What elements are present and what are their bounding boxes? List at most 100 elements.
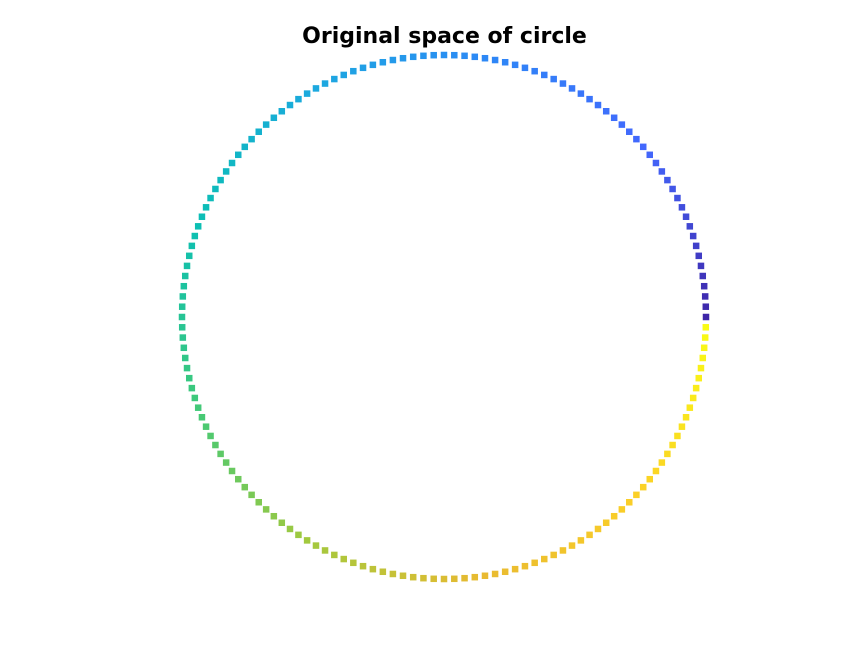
data-point <box>541 555 548 563</box>
data-point <box>602 108 610 115</box>
data-points <box>178 51 710 583</box>
data-point <box>618 121 626 128</box>
data-point <box>262 121 270 128</box>
data-point <box>178 324 186 331</box>
data-point <box>409 573 417 581</box>
data-point <box>430 575 437 583</box>
data-point <box>270 512 278 520</box>
data-point <box>181 354 189 362</box>
data-point <box>255 499 262 506</box>
data-point <box>702 324 710 331</box>
data-point <box>235 151 242 159</box>
data-point <box>559 80 567 87</box>
data-point <box>340 555 347 563</box>
data-point <box>181 272 189 280</box>
data-point <box>340 71 347 79</box>
data-point <box>228 467 236 475</box>
data-point <box>471 573 479 581</box>
data-point <box>699 354 707 362</box>
data-point <box>682 213 690 220</box>
data-point <box>550 551 557 559</box>
data-point <box>531 559 538 567</box>
data-point <box>202 204 210 211</box>
data-point <box>207 432 214 440</box>
data-point <box>191 232 199 240</box>
data-point <box>350 559 357 567</box>
data-point <box>695 252 703 260</box>
data-point <box>669 185 676 193</box>
data-point <box>321 547 329 554</box>
data-point <box>235 475 242 483</box>
data-point <box>369 565 377 573</box>
data-point <box>682 414 690 421</box>
data-point <box>440 575 448 583</box>
data-point <box>451 51 458 59</box>
data-point <box>451 575 458 583</box>
data-point <box>669 441 676 449</box>
data-point <box>420 574 427 582</box>
data-point <box>481 54 489 62</box>
data-point <box>278 108 286 115</box>
data-point <box>701 293 709 300</box>
data-point <box>674 432 681 440</box>
data-point <box>646 475 653 483</box>
data-point <box>183 364 191 372</box>
data-point <box>379 568 387 576</box>
data-point <box>331 75 338 83</box>
data-point <box>430 51 437 59</box>
data-point <box>207 194 214 202</box>
data-point <box>511 565 519 573</box>
data-point <box>702 313 710 321</box>
data-point <box>692 384 700 392</box>
data-point <box>586 531 593 539</box>
data-point <box>702 303 710 310</box>
data-point <box>178 303 186 310</box>
data-point <box>602 519 610 526</box>
data-point <box>521 562 529 570</box>
data-point <box>278 519 286 526</box>
data-point <box>183 262 191 270</box>
data-point <box>697 364 705 372</box>
data-point <box>678 204 686 211</box>
data-point <box>191 394 199 402</box>
data-point <box>180 344 188 352</box>
data-point <box>678 423 686 430</box>
data-point <box>179 293 187 300</box>
data-point <box>471 53 479 61</box>
data-point <box>639 483 647 491</box>
data-point <box>610 114 618 122</box>
data-point <box>198 414 206 421</box>
data-point <box>686 404 694 411</box>
data-point <box>241 483 249 491</box>
data-point <box>359 562 367 570</box>
data-point <box>420 52 427 60</box>
data-point <box>664 176 671 184</box>
data-point <box>389 570 397 578</box>
data-point <box>577 537 585 544</box>
data-point <box>331 551 338 559</box>
data-point <box>359 64 367 72</box>
data-point <box>440 51 448 59</box>
data-point <box>461 574 468 582</box>
data-point <box>321 80 329 87</box>
data-point <box>618 506 626 513</box>
data-point <box>217 176 224 184</box>
data-point <box>222 168 230 175</box>
data-point <box>633 491 640 499</box>
data-point <box>185 374 193 382</box>
data-point <box>664 450 671 458</box>
data-point <box>178 313 186 321</box>
data-point <box>695 374 703 382</box>
data-point <box>626 128 633 135</box>
data-point <box>461 52 468 60</box>
data-point <box>594 101 602 109</box>
data-point <box>481 572 489 580</box>
data-point <box>699 272 707 280</box>
data-point <box>568 85 576 92</box>
data-point <box>312 542 320 549</box>
data-point <box>692 242 700 250</box>
data-point <box>228 159 236 167</box>
data-point <box>674 194 681 202</box>
data-point <box>180 282 188 290</box>
data-point <box>217 450 224 458</box>
